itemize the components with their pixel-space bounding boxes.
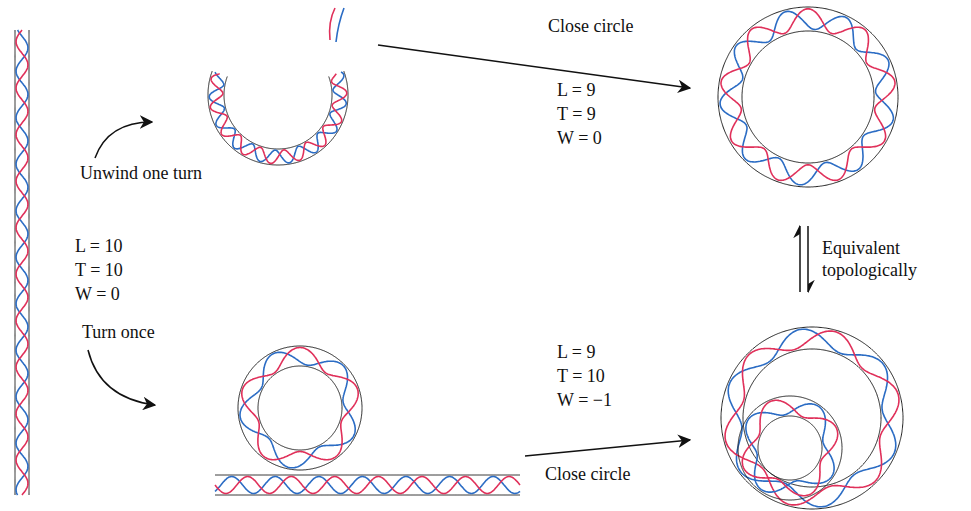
tube-outline	[215, 475, 520, 476]
tube-outline	[29, 30, 30, 495]
dna-strand	[210, 74, 346, 164]
annotation-label: Unwind one turn	[80, 163, 202, 185]
annotation-label: Equivalent topologically	[822, 238, 940, 281]
dna-strand	[725, 331, 899, 505]
tube-outline	[224, 77, 332, 150]
annotation-label: T = 10	[75, 260, 123, 282]
arrow	[378, 45, 690, 88]
strand-end	[330, 8, 335, 40]
tube-outline	[258, 366, 342, 450]
annotation-label: L = 9	[557, 80, 595, 102]
dna-strand	[746, 404, 834, 492]
dna-strand	[16, 30, 28, 495]
equilibrium-arrow	[807, 226, 809, 292]
dna-strand	[16, 30, 28, 495]
arrow	[525, 440, 690, 456]
tube-outline	[721, 327, 903, 509]
dna-strand	[240, 352, 355, 468]
dna-strand	[215, 477, 520, 494]
tube-outline	[718, 7, 898, 187]
annotation-label: W = −1	[557, 390, 612, 412]
equilibrium-arrow	[799, 226, 801, 292]
dna-strand	[742, 400, 837, 495]
annotation-label: Close circle	[548, 16, 633, 38]
tube-outline	[15, 30, 16, 495]
tube-outline	[208, 71, 348, 165]
dna-strand	[242, 348, 358, 460]
tube-outline	[742, 31, 874, 163]
annotation-label: W = 0	[557, 128, 602, 150]
dna-strand	[215, 477, 520, 494]
annotation-label: L = 9	[557, 342, 595, 364]
annotation-label: T = 10	[557, 366, 605, 388]
arrow	[88, 350, 155, 405]
dna-strand	[728, 329, 896, 507]
annotation-label: W = 0	[75, 284, 120, 306]
dna-strand	[209, 72, 346, 163]
tube-outline	[215, 495, 520, 496]
annotation-label: Close circle	[545, 464, 630, 486]
dna-strand	[720, 11, 893, 184]
strand-end	[336, 8, 344, 42]
annotation-label: L = 10	[75, 236, 122, 258]
annotation-label: T = 9	[557, 104, 596, 126]
tube-outline	[738, 396, 842, 500]
tube-outline	[238, 346, 362, 470]
annotation-label: Turn once	[82, 322, 155, 344]
arrow	[95, 122, 152, 158]
dna-strand	[721, 9, 895, 181]
tube-outline	[758, 416, 822, 480]
